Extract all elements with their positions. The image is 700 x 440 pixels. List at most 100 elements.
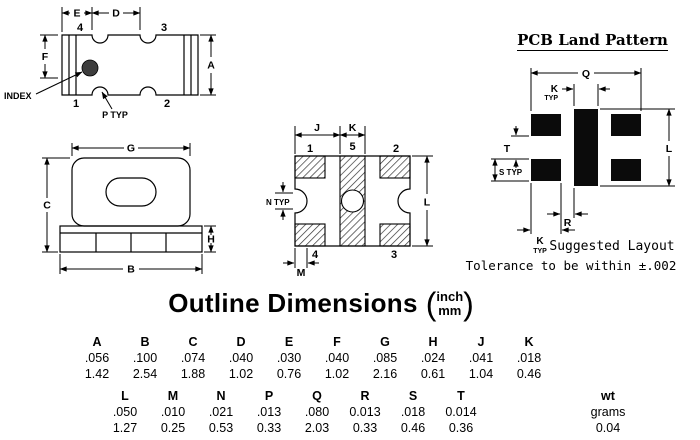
dim-letter: N (216, 389, 226, 403)
pin-number-2: 2 (393, 143, 399, 155)
dim-letter: J (477, 335, 485, 349)
dim-letter: A (92, 335, 102, 349)
dim-value-mm: 1.42 (84, 367, 110, 381)
top-view-dimension-lines (35, 7, 216, 110)
close-paren: ) (463, 285, 474, 322)
land-pad (531, 114, 561, 136)
dim-value-mm: 1.04 (468, 367, 494, 381)
dim-value-inch: .041 (468, 351, 494, 365)
dim-value-mm: 1.27 (112, 421, 138, 435)
table-mm-row: 1.27 0.25 0.53 0.33 2.03 0.33 0.46 0.36 … (101, 420, 643, 436)
dim-value-inch: .074 (180, 351, 206, 365)
dim-value-inch: .056 (84, 351, 110, 365)
dim-value-inch: 0.014 (445, 405, 477, 419)
unit-mm-label: mm (438, 302, 462, 318)
s-typ-label: S TYP (499, 168, 523, 177)
dim-value-inch: .021 (208, 405, 234, 419)
dim-label-a: A (207, 60, 215, 72)
tolerance-note: Tolerance to be within ±.002 (465, 258, 677, 273)
center-hole (340, 189, 365, 213)
terminal-pad (379, 223, 411, 247)
center-land-pad (574, 109, 598, 186)
dim-value-mm: 0.46 (516, 367, 542, 381)
dim-label-f: F (42, 51, 49, 63)
dim-value-mm: 1.02 (228, 367, 254, 381)
dim-label-d: D (112, 8, 120, 20)
top-view-drawing: E D F A 4 3 1 2 INDEX P TYP (4, 7, 216, 120)
dim-value-mm: 0.33 (352, 421, 378, 435)
land-pattern-pads (531, 109, 641, 186)
dim-value-inch: 0.013 (349, 405, 381, 419)
dim-letter: L (121, 389, 129, 403)
dim-letter: E (284, 335, 294, 349)
table-spacer (485, 388, 573, 404)
side-view-drawing: G C H B (42, 143, 216, 276)
terminal-pad (379, 155, 411, 179)
dim-value-inch: .010 (160, 405, 186, 419)
dim-label-k: K (349, 122, 357, 134)
table-inch-row: .050 .010 .021 .013 .080 0.013 .018 0.01… (101, 404, 643, 420)
outline-dimensions-title-row: Outline Dimensions ( inch mm ) (0, 285, 642, 322)
dim-letter: C (188, 335, 198, 349)
dim-value-inch: .085 (372, 351, 398, 365)
dim-letter: B (140, 335, 150, 349)
dim-letter: R (360, 389, 370, 403)
terminal-pad (294, 155, 326, 179)
dim-value-mm: 0.25 (160, 421, 186, 435)
dim-letter: F (333, 335, 341, 349)
table-spacer (485, 420, 573, 436)
dim-value-inch: .050 (112, 405, 138, 419)
dim-value-mm: 0.76 (276, 367, 302, 381)
dim-value-mm: 0.33 (256, 421, 282, 435)
index-dot (81, 59, 99, 77)
dim-letter: D (236, 335, 246, 349)
dim-label-q: Q (582, 68, 590, 80)
dim-label-r: R (564, 217, 572, 229)
index-label: INDEX (4, 91, 32, 101)
dim-label-c: C (43, 200, 51, 212)
bottom-view-dimension-lines (275, 126, 433, 268)
dim-label-l: L (424, 197, 431, 209)
dim-value-inch: .080 (304, 405, 330, 419)
pcb-land-pattern-title-wrap: PCB Land Pattern (490, 31, 695, 51)
pin-number-1: 1 (73, 98, 79, 110)
dim-label-h: H (207, 234, 215, 246)
dim-label-m: M (297, 267, 306, 279)
pin-number-4: 4 (77, 22, 84, 34)
component-body-outline (61, 34, 199, 96)
dim-label-l: L (666, 143, 673, 155)
typ-label-top: TYP (544, 95, 558, 102)
suggested-layout-note: Suggested Layout (549, 239, 675, 254)
dim-letter: Q (312, 389, 322, 403)
dim-letter: K (524, 335, 534, 349)
dim-value-mm: 0.61 (420, 367, 446, 381)
pcb-land-pattern-title: PCB Land Pattern (517, 31, 668, 51)
dim-value-mm: 1.88 (180, 367, 206, 381)
dim-value-mm: 0.53 (208, 421, 234, 435)
dim-value-inch: .024 (420, 351, 446, 365)
dim-letter: S (408, 389, 418, 403)
units-indicator: ( inch mm ) (426, 285, 474, 322)
bottom-view-drawing: J K 1 5 2 4 3 N TYP M L (266, 122, 433, 279)
dim-value-inch: .030 (276, 351, 302, 365)
pin-number-1: 1 (307, 143, 313, 155)
land-pad (611, 159, 641, 181)
component-body-outline (59, 157, 203, 253)
pin-number-2: 2 (164, 98, 170, 110)
dim-letter: G (380, 335, 390, 349)
land-pad (531, 159, 561, 181)
dim-value-inch: .013 (256, 405, 282, 419)
dim-label-k-top: K (551, 84, 559, 95)
dim-value-mm: 2.54 (132, 367, 158, 381)
land-pattern-dimension-lines (491, 68, 675, 234)
dim-value-mm: 2.16 (372, 367, 398, 381)
center-hole (105, 177, 157, 207)
dim-value-inch: .040 (324, 351, 350, 365)
land-pattern-drawing: Q K TYP T S TYP R K TYP L (491, 68, 675, 255)
unit-inch-label: inch (436, 288, 464, 304)
dim-value-mm: 0.36 (448, 421, 474, 435)
n-typ-label: N TYP (266, 198, 290, 207)
dim-value-inch: .040 (228, 351, 254, 365)
pin-number-5: 5 (349, 141, 355, 153)
